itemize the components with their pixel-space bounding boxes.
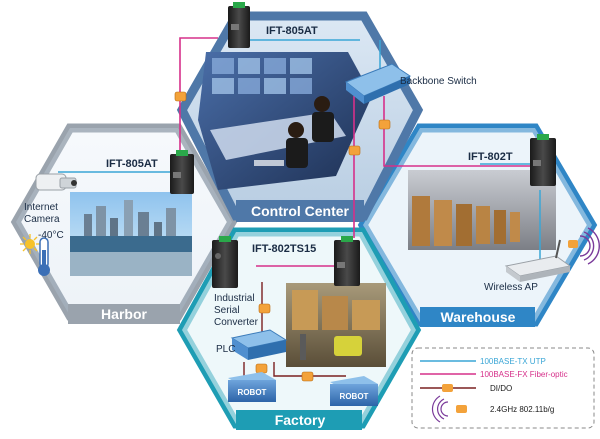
- zone-label-factory: Factory: [275, 412, 326, 428]
- converter-icon: [212, 236, 238, 288]
- converter-icon: [170, 150, 194, 194]
- robot-label-2: ROBOT: [340, 392, 369, 401]
- robot-icon: [330, 376, 378, 406]
- camera-icon: [35, 173, 77, 191]
- camera-label-line2: Camera: [24, 214, 60, 225]
- legend: 100BASE-TX UTP 100BASE-FX Fiber-optic DI…: [411, 347, 595, 429]
- zone-label-warehouse: Warehouse: [441, 309, 516, 325]
- plc-label: PLC: [216, 344, 235, 355]
- device-label-ift-805at-left: IFT-805AT: [106, 158, 158, 170]
- plc-icon: [230, 329, 288, 360]
- wireless-router-icon: [504, 239, 578, 282]
- harbor-photo: [70, 192, 192, 276]
- device-label-ift-802t: IFT-802T: [468, 151, 513, 163]
- camera-label-line1: Internet: [24, 202, 58, 213]
- serial-converter-label-1: Industrial: [214, 293, 255, 304]
- zone-label-control-center: Control Center: [251, 203, 350, 219]
- legend-wireless: 2.4GHz 802.11b/g: [490, 405, 554, 414]
- temperature-label: -40°C: [38, 230, 64, 241]
- wireless-ap-label: Wireless AP: [484, 282, 538, 293]
- sun-icon: [20, 234, 40, 254]
- robot-icon: [228, 372, 276, 402]
- backbone-switch-label: Backbone Switch: [400, 76, 477, 87]
- zone-label-harbor: Harbor: [101, 306, 147, 322]
- converter-icon: [334, 236, 360, 286]
- switch-icon: [344, 63, 412, 104]
- fiber-connector-markers: [174, 91, 391, 382]
- wifi-waves-icon: [579, 227, 600, 265]
- legend-fiber: 100BASE-FX Fiber-optic: [480, 370, 568, 379]
- thermometer-icon: [38, 237, 50, 276]
- control-room-photo: [198, 52, 372, 190]
- factory-photo: [286, 283, 386, 367]
- converter-icon: [228, 2, 250, 48]
- serial-converter-label-3: Converter: [214, 317, 259, 328]
- device-label-ift-805at-top: IFT-805AT: [266, 25, 318, 37]
- converter-icon: [530, 134, 556, 186]
- robot-label-1: ROBOT: [238, 388, 267, 397]
- serial-converter-label-2: Serial: [214, 305, 240, 316]
- legend-dido: DI/DO: [490, 384, 512, 393]
- device-label-ift-802ts15: IFT-802TS15: [252, 243, 316, 255]
- legend-utp: 100BASE-TX UTP: [480, 357, 546, 366]
